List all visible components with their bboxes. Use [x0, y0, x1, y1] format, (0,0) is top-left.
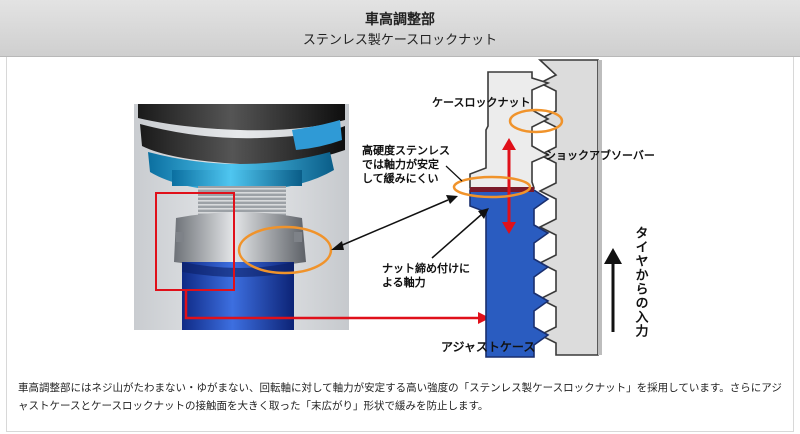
label-shock-absorber: ショックアブソーバー [545, 148, 655, 162]
label-high-hardness-3: して緩みにくい [362, 171, 438, 185]
cross-section [469, 59, 602, 358]
label-adjust-case: アジャストケース [441, 340, 535, 354]
label-case-lock-nut: ケースロックナット [432, 96, 530, 109]
contact-face-ellipse [452, 175, 532, 199]
nut-force-pointer-head [478, 208, 489, 219]
link-arrow-right-head [446, 195, 458, 204]
nut-force-pointer [431, 213, 483, 259]
label-high-hardness-2: では軸力が安定 [362, 157, 439, 171]
header-title: 車高調整部 [365, 12, 435, 28]
case-lock-nut [469, 71, 551, 189]
hardness-pointer [445, 165, 463, 182]
adjust-case [469, 189, 550, 358]
link-arrow-left-head [331, 241, 344, 250]
header-subtitle: ステンレス製ケースロックナット [302, 33, 498, 48]
shock-absorber-shaft [537, 59, 599, 356]
link-arrow [339, 199, 449, 247]
description-text: 車高調整部にはネジ山がたわまない・ゆがまない、回転軸に対して軸力が安定する高い強… [18, 382, 782, 412]
red-connector-line [184, 290, 478, 320]
label-high-hardness-1: 高硬度ステンレス [362, 143, 450, 157]
label-nut-tightening-2: よる軸力 [382, 275, 426, 289]
axial-force-arrow-up [502, 138, 516, 150]
red-connector-arrowhead [478, 312, 490, 324]
photo-coilover [134, 104, 349, 330]
axial-force-arrow-down [502, 222, 516, 234]
highlight-box [155, 192, 235, 291]
header-bar: 車高調整部 ステンレス製ケースロックナット [0, 0, 800, 57]
tire-input-arrowhead [604, 248, 622, 264]
label-nut-tightening-1: ナット締め付けに [382, 261, 470, 275]
thread-highlight-ellipse [508, 108, 564, 134]
label-tire-input: タイヤからの入力 [633, 226, 649, 338]
